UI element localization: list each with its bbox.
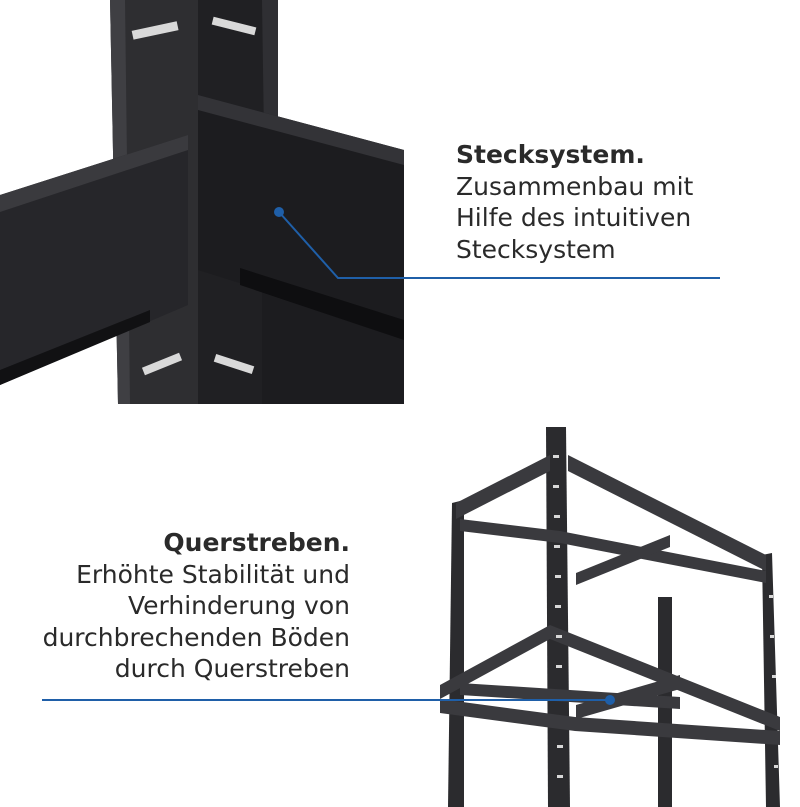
feature-querstreben: Querstreben. Erhöhte Stabilität und Verh… <box>0 527 350 685</box>
feature-line: durchbrechenden Böden <box>42 622 350 652</box>
feature-line: Verhinderung von <box>128 591 350 620</box>
feature-line: Zusammenbau mit <box>456 171 694 201</box>
shelf-unit-photo <box>400 415 800 807</box>
feature-line: Erhöhte Stabilität und <box>76 559 350 589</box>
feature-title: Stecksystem. <box>456 140 645 169</box>
connector-closeup-photo <box>0 0 404 404</box>
feature-stecksystem: Stecksystem. Zusammenbau mit Hilfe des i… <box>456 139 693 265</box>
feature-title: Querstreben. <box>163 528 350 557</box>
feature-line: Stecksystem <box>456 234 616 264</box>
feature-line: durch Querstreben <box>114 654 350 683</box>
feature-line: Hilfe des intuitiven <box>456 203 692 232</box>
